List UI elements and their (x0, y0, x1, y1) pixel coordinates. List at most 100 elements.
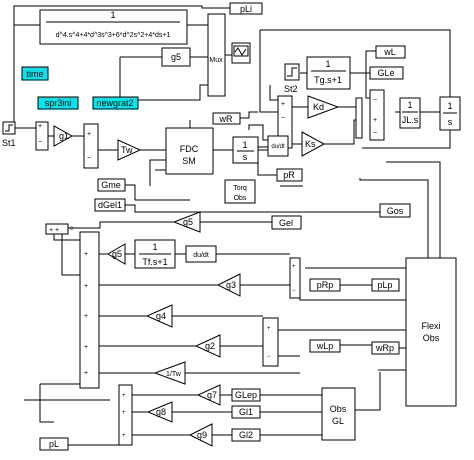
svg-text:FDC: FDC (180, 144, 199, 154)
sum-block-1[interactable]: + − (35, 121, 49, 151)
spr3ini-block[interactable]: spr3ini (37, 96, 79, 110)
sum-block-7[interactable]: + + + (118, 384, 133, 446)
sum-block-e[interactable]: + + e (45, 223, 74, 235)
gain-kd[interactable]: Kd (307, 95, 340, 119)
gain-g5-obs[interactable]: g5 (172, 211, 201, 233)
goto-Gos[interactable]: Gos (379, 203, 411, 218)
svg-text:pR: pR (283, 170, 295, 180)
transfer-function-tf[interactable]: 1 Tf.s+1 (134, 239, 176, 269)
svg-text:du/dt: du/dt (193, 252, 209, 259)
gain-g1[interactable]: g1 (53, 125, 74, 147)
svg-text:GL: GL (332, 416, 344, 426)
integrator-2[interactable]: 1 s (439, 96, 461, 131)
sum-block-2[interactable]: + − (83, 123, 99, 169)
svg-text:spr3ini: spr3ini (45, 98, 72, 108)
svg-text:JL.s: JL.s (402, 115, 419, 125)
svg-text:g8: g8 (156, 407, 166, 417)
step-source-st2[interactable]: St2 (284, 63, 300, 94)
gain-g7[interactable]: g7 (196, 384, 221, 406)
from-Gel[interactable]: Gel (271, 215, 302, 230)
from-pRp[interactable]: pRp (309, 278, 341, 292)
svg-text:wR: wR (219, 114, 233, 124)
gain-g9[interactable]: g9 (188, 423, 213, 447)
sum-block-5[interactable]: + − (289, 257, 301, 299)
gain-g4[interactable]: g4 (145, 304, 173, 328)
svg-text:Gl2: Gl2 (239, 430, 253, 440)
svg-text:wLp: wLp (316, 341, 334, 351)
svg-text:s: s (243, 152, 248, 162)
tf-top-denominator: d^4.s^4+4*d^3s^3+6*d^2s^2+4*ds+1 (56, 32, 171, 39)
svg-text:pLi: pLi (240, 4, 252, 14)
svg-text:dGel1: dGel1 (98, 200, 122, 210)
svg-text:1: 1 (242, 140, 247, 150)
svg-text:SM: SM (182, 156, 196, 166)
observer-gl-block[interactable]: Obs GL (321, 387, 356, 441)
svg-text:1: 1 (152, 242, 157, 252)
from-GLep[interactable]: GLep (231, 388, 261, 402)
goto-wL[interactable]: wL (375, 45, 406, 59)
big-sum-vertical[interactable]: + + + + + (79, 231, 100, 389)
from-Gl2[interactable]: Gl2 (231, 428, 261, 442)
svg-text:+: + (122, 410, 126, 416)
transfer-function-tg[interactable]: 1 Tg.s+1 (306, 56, 351, 90)
svg-text:wRp: wRp (375, 343, 394, 353)
goto-pLi[interactable]: pLi (229, 2, 263, 15)
svg-text:Tf.s+1: Tf.s+1 (142, 257, 167, 267)
svg-text:−: − (267, 354, 271, 360)
svg-text:−: − (281, 115, 285, 122)
goto-wR[interactable]: wR (212, 112, 241, 125)
goto-pL[interactable]: pL (39, 437, 69, 451)
svg-text:g4: g4 (156, 311, 166, 321)
gain-g2[interactable]: g2 (194, 334, 221, 358)
svg-text:−: − (373, 97, 377, 104)
goto-GLe[interactable]: GLe (369, 66, 404, 80)
from-wLp[interactable]: wLp (309, 339, 341, 353)
gain-g8[interactable]: g8 (146, 401, 173, 423)
sum-block-6[interactable]: + − (262, 317, 279, 367)
gain-ks[interactable]: Ks (301, 131, 326, 157)
svg-text:Gl1: Gl1 (239, 407, 253, 417)
integrator-1[interactable]: 1 s (232, 136, 259, 164)
mux-block[interactable]: Mux (207, 13, 226, 97)
transfer-function-jl[interactable]: 1 JL.s (399, 97, 421, 129)
svg-text:+: + (281, 101, 285, 108)
step-source-st1[interactable]: St1 (2, 121, 16, 148)
newgrat2-block[interactable]: newgrat2 (92, 96, 139, 110)
svg-text:g2: g2 (205, 341, 215, 351)
svg-text:Ks: Ks (305, 139, 316, 149)
gain-tw[interactable]: Tw (117, 139, 142, 161)
gain-g5-left[interactable]: g5 (107, 243, 126, 265)
flexi-observer-block[interactable]: Flexi Obs (405, 257, 457, 407)
svg-text:St1: St1 (2, 138, 16, 148)
from-Gme[interactable]: Gme (97, 178, 126, 192)
derivative-du-dt-mid[interactable]: du/dt (267, 135, 289, 157)
gain-1-tw[interactable]: 1/Tw (153, 361, 186, 385)
svg-text:Obs: Obs (234, 195, 247, 202)
svg-text:Gel: Gel (279, 218, 293, 228)
transfer-function-top[interactable]: 1 d^4.s^4+4*d^3s^3+6*d^2s^2+4*ds+1 (39, 9, 188, 45)
from-wRp[interactable]: wRp (371, 341, 400, 355)
svg-text:−: − (87, 155, 91, 162)
torque-observer-block[interactable]: Torq Obs (224, 179, 256, 204)
gain-g5-top[interactable]: g5 (161, 47, 191, 67)
time-block[interactable]: time (21, 66, 49, 81)
gain-g3[interactable]: g3 (216, 273, 241, 297)
from-pLp[interactable]: pLp (371, 278, 400, 292)
svg-text:+: + (292, 264, 296, 270)
svg-text:1/Tw: 1/Tw (166, 371, 182, 378)
sum-block-4[interactable]: − + − (355, 89, 385, 141)
svg-text:g5: g5 (112, 249, 122, 259)
scope-block[interactable] (231, 42, 251, 64)
goto-pR[interactable]: pR (276, 168, 303, 182)
derivative-du-dt[interactable]: du/dt (185, 245, 217, 263)
from-dGel1[interactable]: dGel1 (94, 198, 126, 212)
from-Gl1[interactable]: Gl1 (231, 405, 261, 419)
fdc-sm-block[interactable]: FDC SM (165, 127, 214, 175)
svg-text:g3: g3 (226, 280, 236, 290)
svg-text:wL: wL (383, 47, 396, 57)
svg-text:pL: pL (49, 439, 59, 449)
svg-text:+: + (84, 344, 88, 351)
svg-text:St2: St2 (284, 84, 298, 94)
